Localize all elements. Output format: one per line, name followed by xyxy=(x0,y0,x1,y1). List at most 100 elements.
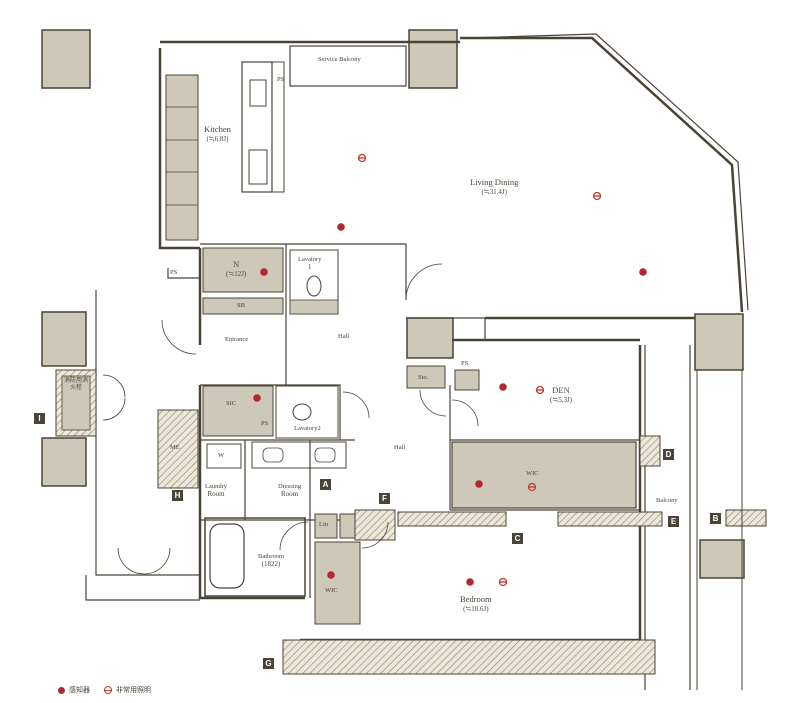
kitchen-label: Kitchen (≒6.8J) xyxy=(204,124,231,143)
wic-den-label: WIC xyxy=(526,470,539,477)
column xyxy=(694,313,744,371)
hatched-column-right xyxy=(639,435,661,467)
dressing-sink-2 xyxy=(314,447,336,463)
ps-label-kitchen: PS xyxy=(277,76,285,83)
legend-sensor-label: 感知器 xyxy=(69,687,90,694)
dressing-label: Dressing Room xyxy=(278,483,301,499)
den-ps xyxy=(454,369,480,391)
legend-emergency-label: 非常用照明 xyxy=(116,687,151,694)
bedroom-label: Bedroom (≒10.6J) xyxy=(460,594,492,613)
emergency-lights xyxy=(357,153,602,587)
hatched-beam-left xyxy=(354,509,396,541)
kitchen-back-counter xyxy=(271,61,285,193)
bedroom-size: (≒10.6J) xyxy=(463,604,489,613)
n-room-fill xyxy=(202,247,284,293)
n-room-label: N (≒12J) xyxy=(226,259,247,278)
kitchen-name: Kitchen xyxy=(204,124,231,134)
marker-e: E xyxy=(668,516,679,527)
ps-label-lavatory: PS xyxy=(261,420,269,427)
kitchen-counter xyxy=(165,74,199,241)
dressing-room: Room xyxy=(280,490,299,499)
kitchen-size: (≒6.8J) xyxy=(206,134,229,143)
wic-den xyxy=(451,441,637,509)
marker-a: A xyxy=(320,479,331,490)
wic-bedroom-label: WIC xyxy=(325,587,338,594)
column xyxy=(408,29,458,89)
dressing-name: Dressing xyxy=(278,483,302,490)
linen-closet xyxy=(314,513,338,539)
column xyxy=(406,317,454,359)
wic-bedroom xyxy=(314,541,361,625)
ps-label-den: PS xyxy=(461,360,469,367)
lavatory2-label: Lavatory2 xyxy=(294,425,321,432)
den-name: DEN xyxy=(552,385,570,395)
sensor-dot-icon xyxy=(58,686,65,694)
marker-i: I xyxy=(34,413,45,424)
kitchen-stove xyxy=(249,79,267,107)
sic-label: SIC xyxy=(226,400,237,407)
service-balcony-label: Service Balcony xyxy=(318,56,361,63)
laundry-washer xyxy=(206,443,242,469)
sb-label: SB xyxy=(237,302,245,309)
lavatory1-label: Lavatory 1 xyxy=(298,256,321,272)
sic-room xyxy=(202,385,274,437)
hatched-beam-bottom xyxy=(282,639,656,675)
lin-label: Lin xyxy=(319,521,329,528)
marker-b: B xyxy=(710,513,721,524)
balcony-label: Balcony xyxy=(656,497,678,504)
door-swings xyxy=(102,263,479,575)
bathroom-size: (1822) xyxy=(261,560,281,569)
living-dining-name: Living Dining xyxy=(470,177,519,187)
kitchen-sink xyxy=(248,149,268,185)
toilet2 xyxy=(292,403,312,421)
fire-hydrant-label: 消防用消火栓 xyxy=(64,378,89,391)
bedroom-name: Bedroom xyxy=(460,594,492,604)
den-size: (≒5.3J) xyxy=(550,395,573,404)
dressing-sink-1 xyxy=(262,447,284,463)
column xyxy=(699,539,745,579)
hall-label-1: Hall xyxy=(338,333,350,340)
column xyxy=(41,29,91,89)
me-label: ME xyxy=(170,444,180,451)
bathtub xyxy=(209,523,245,589)
column xyxy=(41,437,87,487)
den-label: DEN (≒5.3J) xyxy=(550,385,573,404)
column xyxy=(41,311,87,367)
hatched-beam-right xyxy=(557,511,663,527)
dressing-counter xyxy=(251,441,347,469)
laundry-name: Laundry xyxy=(205,483,228,490)
entrance-label: Entrance xyxy=(225,336,249,343)
marker-d: D xyxy=(663,449,674,460)
hatched-beam-bedroom xyxy=(397,511,507,527)
me-closet xyxy=(157,409,199,489)
ps-label-entrance: PS xyxy=(170,269,178,276)
balcony-railing xyxy=(696,370,743,690)
sto-label: Sto. xyxy=(418,374,429,381)
laundry-room: Room xyxy=(207,490,225,499)
bathroom xyxy=(204,517,306,597)
washer-label: W xyxy=(218,452,225,459)
marker-h: H xyxy=(172,490,183,501)
n-room-size: (≒12J) xyxy=(226,269,247,278)
shoe-box xyxy=(202,297,284,315)
legend: 感知器 非常用照明 xyxy=(58,685,151,695)
legend-emergency: 非常用照明 xyxy=(104,685,151,695)
marker-g: G xyxy=(263,658,274,669)
living-dining-size: (≒31.4J) xyxy=(481,187,507,196)
emergency-light-icon xyxy=(104,686,112,694)
service-balcony xyxy=(289,45,407,87)
lavatory1-number: 1 xyxy=(307,263,312,272)
lavatory1-sink xyxy=(289,299,339,315)
marker-f: F xyxy=(379,493,390,504)
lavatory1-name: Lavatory xyxy=(298,256,322,263)
bathroom-name: Bathroom xyxy=(258,553,284,560)
n-room-name: N xyxy=(233,259,240,269)
living-dining-label: Living Dining (≒31.4J) xyxy=(470,177,519,196)
hall-label-2: Hall xyxy=(394,444,406,451)
lavatory2-room xyxy=(275,385,339,439)
toilet1 xyxy=(306,275,322,297)
sensor-dots xyxy=(253,223,647,586)
thin-walls xyxy=(85,33,749,690)
bathroom-label: Bathroom (1822) xyxy=(258,553,284,569)
